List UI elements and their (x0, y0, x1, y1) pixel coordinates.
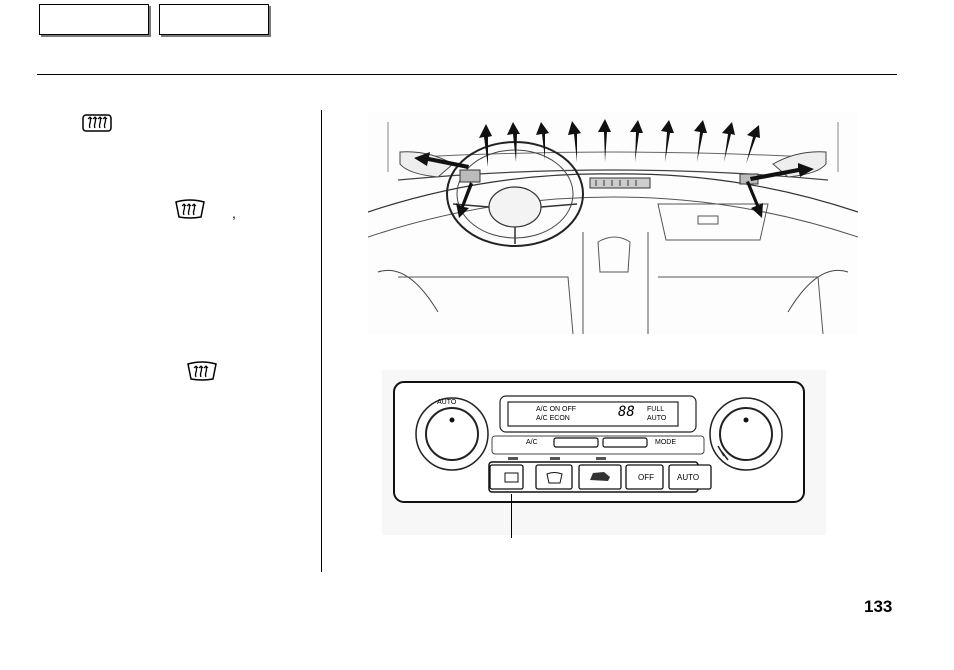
front-defrost-icon-2 (187, 361, 217, 381)
display-line-1: A/C ON OFF (536, 406, 577, 413)
nav-button-2[interactable] (159, 4, 269, 35)
front-defrost-icon (175, 199, 205, 219)
climate-control-panel-illustration (382, 370, 826, 535)
page-number: 133 (864, 597, 893, 616)
rear-defrost-pointer-line (511, 494, 512, 538)
comma-text: , (232, 205, 236, 221)
column-divider (321, 110, 322, 572)
display-full-label: FULL (647, 406, 665, 413)
mode-label: MODE (655, 439, 676, 446)
auto-button[interactable]: AUTO (677, 473, 700, 482)
off-button[interactable]: OFF (638, 473, 654, 482)
display-line-2: A/C ECON (536, 415, 570, 422)
fan-auto-label: AUTO (437, 399, 457, 406)
dashboard-airflow-illustration (368, 112, 858, 334)
ac-label: A/C (526, 439, 538, 446)
rear-defrost-icon (82, 114, 112, 132)
display-auto-label: AUTO (647, 415, 667, 422)
nav-button-1[interactable] (39, 4, 149, 35)
display-digits: 88 (618, 404, 635, 420)
header-rule (37, 74, 897, 75)
